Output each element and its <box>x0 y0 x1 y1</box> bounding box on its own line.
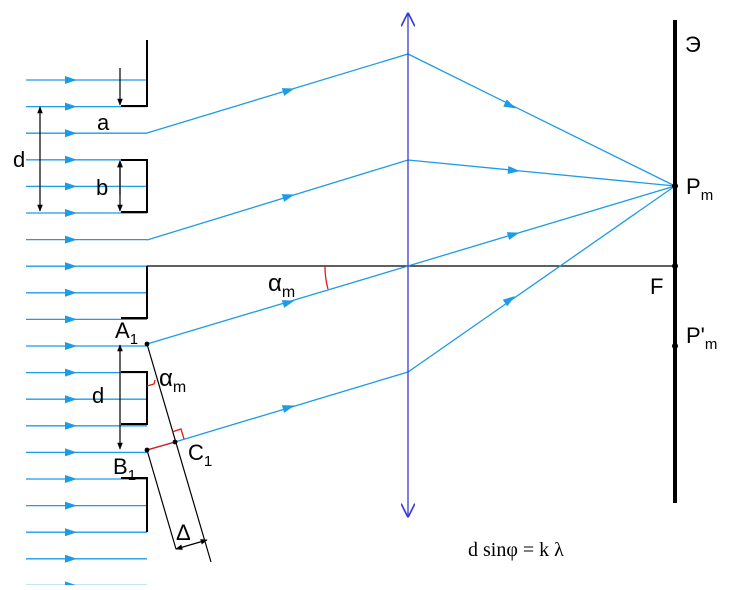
ray-3 <box>146 185 676 345</box>
point-subscript: m <box>701 187 714 204</box>
dim-delta <box>175 539 208 550</box>
point-letter: B <box>113 454 128 479</box>
point-letter: C <box>188 440 204 465</box>
angle-glyph: α <box>268 270 282 297</box>
incoming-ray-arrow <box>65 395 77 404</box>
incoming-ray-arrow <box>65 528 77 537</box>
ray-direction-arrows <box>281 88 520 413</box>
ray-1 <box>146 53 676 187</box>
point-pm-prime-label: P'm <box>686 323 717 353</box>
wavefront-line-a1 <box>146 343 212 563</box>
ray-arrow <box>281 88 295 96</box>
wavefront-line-b1 <box>146 449 177 550</box>
point-subscript: m <box>705 336 718 353</box>
path-difference-label: Δ <box>176 520 191 545</box>
right-angle-mark <box>171 428 185 440</box>
incoming-ray-arrow <box>65 288 77 297</box>
wavefront <box>146 343 212 563</box>
incoming-ray-arrow <box>65 581 77 590</box>
ray-arrow <box>281 300 295 308</box>
lens-angle-arc <box>324 265 329 290</box>
point-b1-label: B1 <box>113 454 136 484</box>
incoming-ray-arrow <box>65 448 77 457</box>
grating-formula: d sinφ = k λ <box>468 539 564 561</box>
incoming-ray-arrow <box>65 475 77 483</box>
screen-label: Э <box>685 32 701 57</box>
point-b1-dot <box>144 447 150 453</box>
opaque-width-label: b <box>96 175 108 200</box>
slit-angle-mark <box>146 379 156 387</box>
grating-segment-top <box>121 40 148 107</box>
point-letter: P' <box>686 323 705 348</box>
point-pm-label: Pm <box>686 174 713 204</box>
incoming-ray-arrow <box>65 102 77 111</box>
incoming-ray-arrow <box>65 182 77 191</box>
focus-label: F <box>650 274 663 299</box>
period-label-top: d <box>13 147 25 172</box>
incoming-ray-arrow <box>65 209 77 217</box>
point-subscript: 1 <box>128 467 136 484</box>
angle-subscript: m <box>173 379 186 396</box>
point-a1-dot <box>144 341 150 347</box>
point-a1-label: A1 <box>115 318 138 348</box>
dimensions <box>37 68 208 550</box>
point-letter: P <box>686 174 701 199</box>
points <box>144 183 678 453</box>
ray-4 <box>174 185 676 443</box>
ray-arrow <box>502 296 515 307</box>
ray-arrow <box>503 99 516 109</box>
slit-width-label: a <box>97 110 110 135</box>
grating <box>121 40 148 532</box>
incoming-ray-arrow <box>65 262 77 271</box>
ray-arrow <box>507 166 520 174</box>
grating-segment-4 <box>121 371 148 425</box>
ray-arrow <box>506 232 520 240</box>
point-subscript: 1 <box>130 331 138 348</box>
incoming-ray-arrow <box>65 129 77 138</box>
ray-arrow <box>281 194 295 202</box>
angle-label-slit: αm <box>159 365 186 396</box>
incoming-ray-arrow <box>65 421 77 430</box>
point-subscript: 1 <box>204 453 212 470</box>
angle-subscript: m <box>282 284 295 301</box>
b1-c1-segment <box>146 441 176 451</box>
ray-arrow <box>281 405 295 413</box>
point-c1-label: C1 <box>188 440 212 470</box>
incoming-ray-arrow <box>65 76 77 84</box>
grating-segment-3 <box>121 266 148 319</box>
diffracted-rays <box>146 53 676 451</box>
angle-glyph: α <box>159 365 173 392</box>
point-pm-dot <box>672 183 678 189</box>
incoming-ray-arrow <box>65 501 77 510</box>
period-label-bottom: d <box>92 383 104 408</box>
angle-label-lens: αm <box>268 270 295 301</box>
incoming-ray-arrow <box>65 554 77 563</box>
incoming-ray-arrow <box>65 342 77 350</box>
ray-2 <box>146 159 676 241</box>
point-c1-dot <box>172 439 178 445</box>
incoming-ray-arrow <box>65 155 77 164</box>
point-letter: A <box>115 318 130 343</box>
incoming-ray-arrow <box>65 315 77 324</box>
incoming-ray-arrow <box>65 235 77 244</box>
path-difference-markers <box>146 265 329 451</box>
point-f-dot <box>672 263 678 269</box>
grating-segment-2 <box>121 159 148 213</box>
incoming-ray-arrow <box>65 368 77 377</box>
point-pm-prime-dot <box>672 343 678 349</box>
grating-segment-bottom <box>121 477 148 532</box>
